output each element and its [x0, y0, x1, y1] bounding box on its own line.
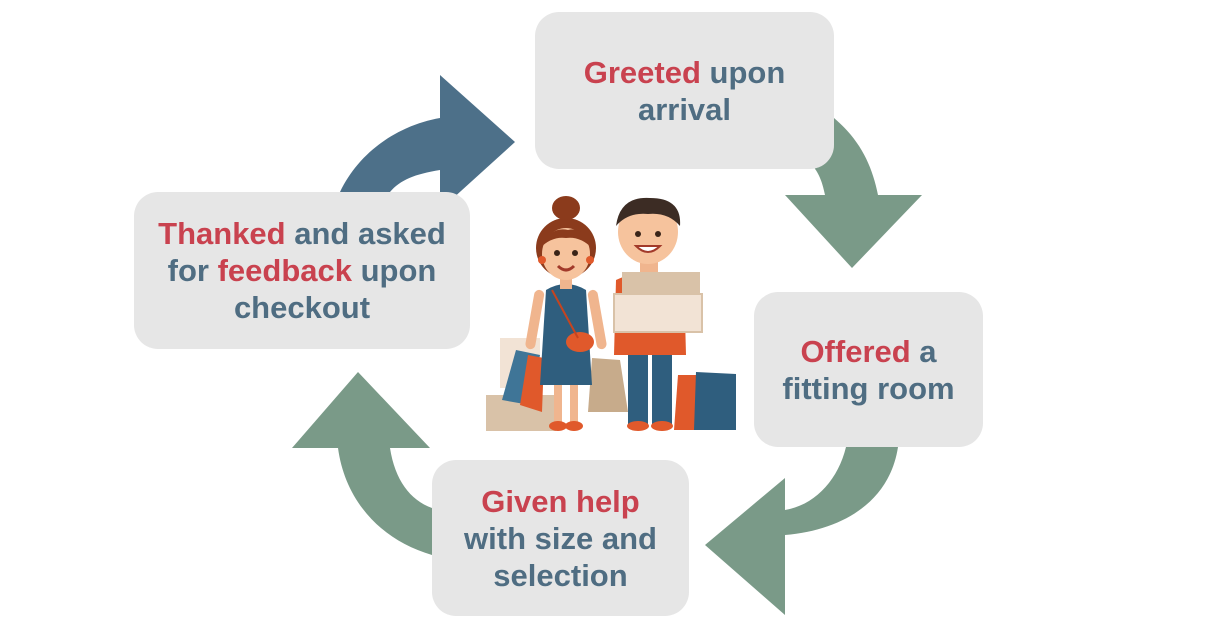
step-greeted-upon-arrival: Greeted upon arrival	[535, 12, 834, 169]
shopping-bag	[588, 358, 628, 412]
step-highlight: Given help	[481, 483, 640, 519]
shopping-bag	[694, 372, 736, 430]
arrow-offered-to-given	[705, 447, 898, 615]
step-highlight: Thanked	[158, 216, 286, 251]
step-highlight: Greeted	[583, 54, 701, 90]
step-highlight: Offered	[800, 333, 911, 369]
man-figure	[613, 197, 703, 431]
step-offered-fitting-room: Offered a fitting room	[754, 292, 983, 447]
step-text: upon arrival	[637, 54, 786, 127]
step-thanked-feedback: Thanked and asked for feedback upon chec…	[134, 192, 470, 349]
step-text: with size and selection	[464, 520, 657, 593]
step-given-help: Given help with size and selection	[432, 460, 689, 616]
step-text: a fitting room	[782, 333, 955, 406]
arrow-given-to-thanked	[292, 372, 432, 555]
step-highlight: feedback	[217, 253, 352, 288]
woman-figure	[525, 196, 607, 431]
shopping-bag	[520, 355, 544, 412]
shoppers-illustration	[486, 196, 736, 431]
step-text: and asked for	[167, 216, 446, 288]
arrow-thanked-to-greeted	[340, 75, 515, 210]
step-text: upon checkout	[233, 253, 437, 325]
